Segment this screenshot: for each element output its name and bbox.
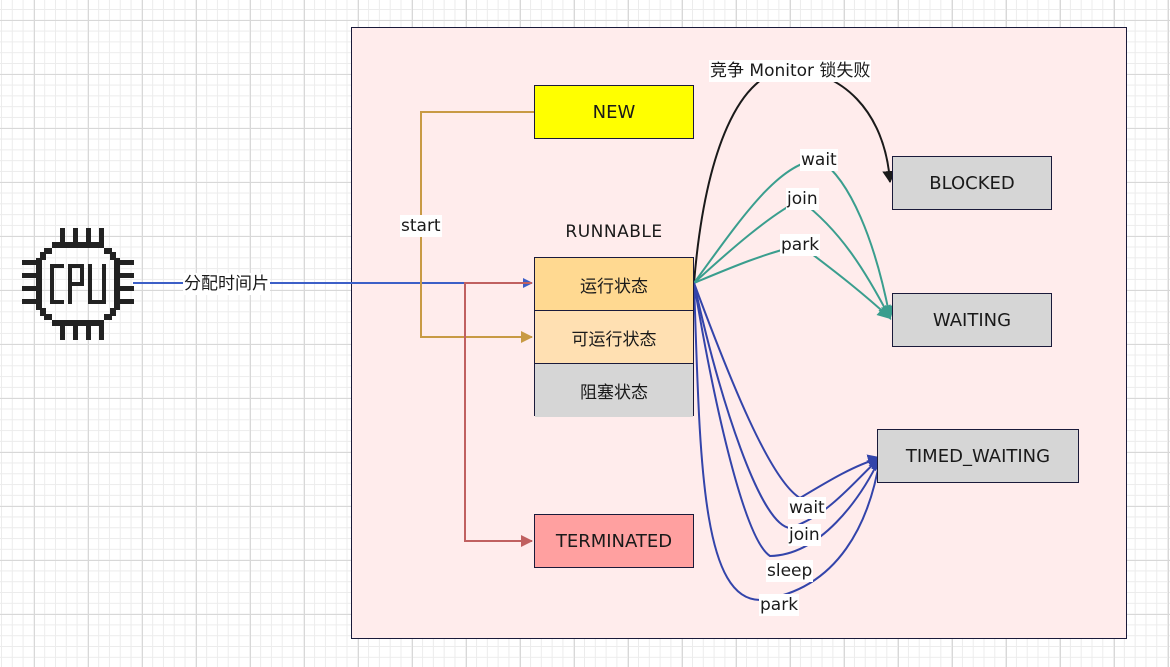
- state-waiting: WAITING: [892, 293, 1052, 347]
- timed-join-label: join: [788, 524, 821, 546]
- runnable-title: RUNNABLE: [565, 222, 663, 242]
- substate-ready: 可运行状态: [535, 311, 693, 364]
- state-new: NEW: [534, 85, 694, 139]
- cpu-icon: [22, 228, 134, 340]
- state-runnable: 运行状态 可运行状态 阻塞状态: [534, 257, 694, 417]
- state-timed-waiting: TIMED_WAITING: [877, 429, 1079, 483]
- edge-terminate: [464, 282, 533, 547]
- timed-sleep-label: sleep: [766, 560, 814, 582]
- waiting-join-label: join: [786, 188, 819, 210]
- waiting-wait-label: wait: [800, 149, 838, 171]
- cpu-edge-label: 分配时间片: [183, 273, 270, 295]
- monitor-fail-label: 竞争 Monitor 锁失败: [709, 60, 872, 82]
- substate-running: 运行状态: [535, 258, 693, 311]
- edge-timed-join: [693, 282, 882, 530]
- start-edge-label: start: [400, 215, 442, 237]
- edge-timed-park: [693, 282, 885, 602]
- edge-timed-wait: [693, 282, 882, 500]
- timed-park-label: park: [759, 594, 800, 616]
- state-terminated: TERMINATED: [534, 514, 694, 568]
- substate-blocked: 阻塞状态: [535, 364, 693, 417]
- edge-timed-sleep: [693, 282, 882, 558]
- timed-wait-label: wait: [788, 497, 826, 519]
- waiting-park-label: park: [780, 234, 821, 256]
- state-blocked: BLOCKED: [892, 156, 1052, 210]
